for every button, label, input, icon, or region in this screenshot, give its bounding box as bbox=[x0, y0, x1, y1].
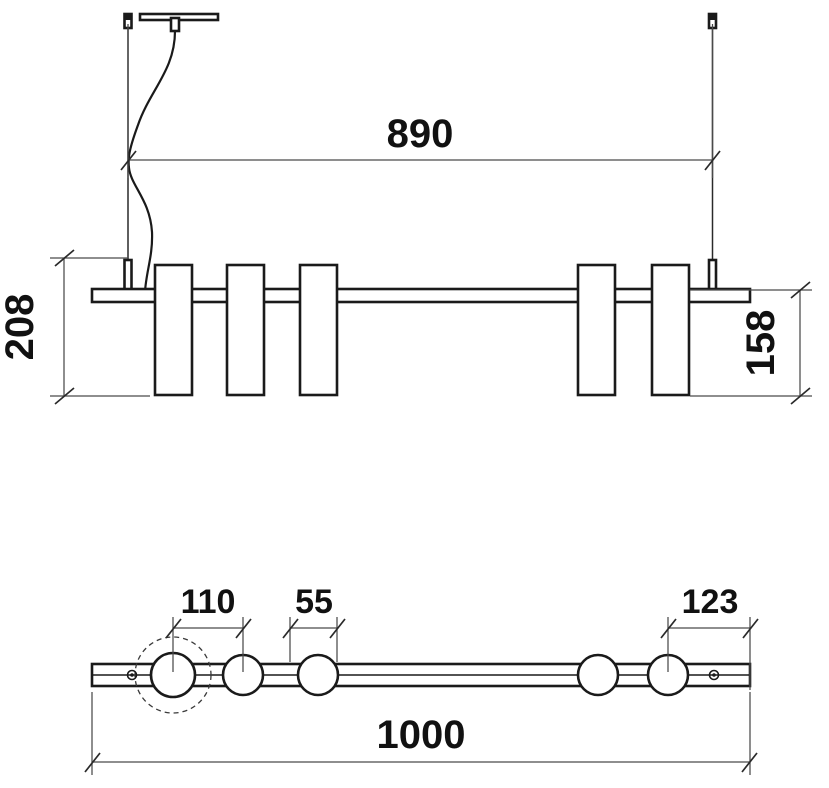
spot-circle bbox=[576, 653, 620, 697]
dimension-55-label: 55 bbox=[295, 583, 333, 621]
dimension-208-label: 208 bbox=[0, 294, 42, 361]
dimension-110-label: 110 bbox=[181, 583, 236, 621]
spot-cylinder bbox=[153, 263, 194, 397]
spot-cylinder bbox=[650, 263, 691, 397]
dimension-123: 123 bbox=[660, 583, 759, 690]
spot-circle bbox=[296, 653, 340, 697]
dimension-110: 110 bbox=[165, 583, 252, 672]
elevation-view: 890 208 158 bbox=[0, 12, 812, 405]
spot-cylinder bbox=[576, 263, 617, 397]
dimension-158-label: 158 bbox=[739, 310, 783, 377]
dimension-123-label: 123 bbox=[682, 583, 739, 621]
detail-highlight-circle bbox=[134, 636, 212, 714]
spot-circles-plan bbox=[149, 651, 690, 699]
plan-view: 110 55 123 1000 bbox=[84, 583, 759, 775]
dimension-1000-label: 1000 bbox=[377, 713, 466, 757]
spot-cylinder bbox=[298, 263, 339, 397]
dimension-55: 55 bbox=[282, 583, 346, 662]
spot-cylinders-elevation bbox=[153, 263, 691, 397]
dimension-890-label: 890 bbox=[387, 112, 454, 156]
dimension-1000: 1000 bbox=[84, 692, 758, 775]
power-cable bbox=[127, 16, 181, 294]
spot-cylinder bbox=[225, 263, 266, 397]
dimension-158: 158 bbox=[690, 281, 812, 405]
end-fixing-markers bbox=[126, 669, 720, 681]
dimension-208: 208 bbox=[0, 249, 150, 405]
dimension-890: 890 bbox=[120, 24, 721, 178]
